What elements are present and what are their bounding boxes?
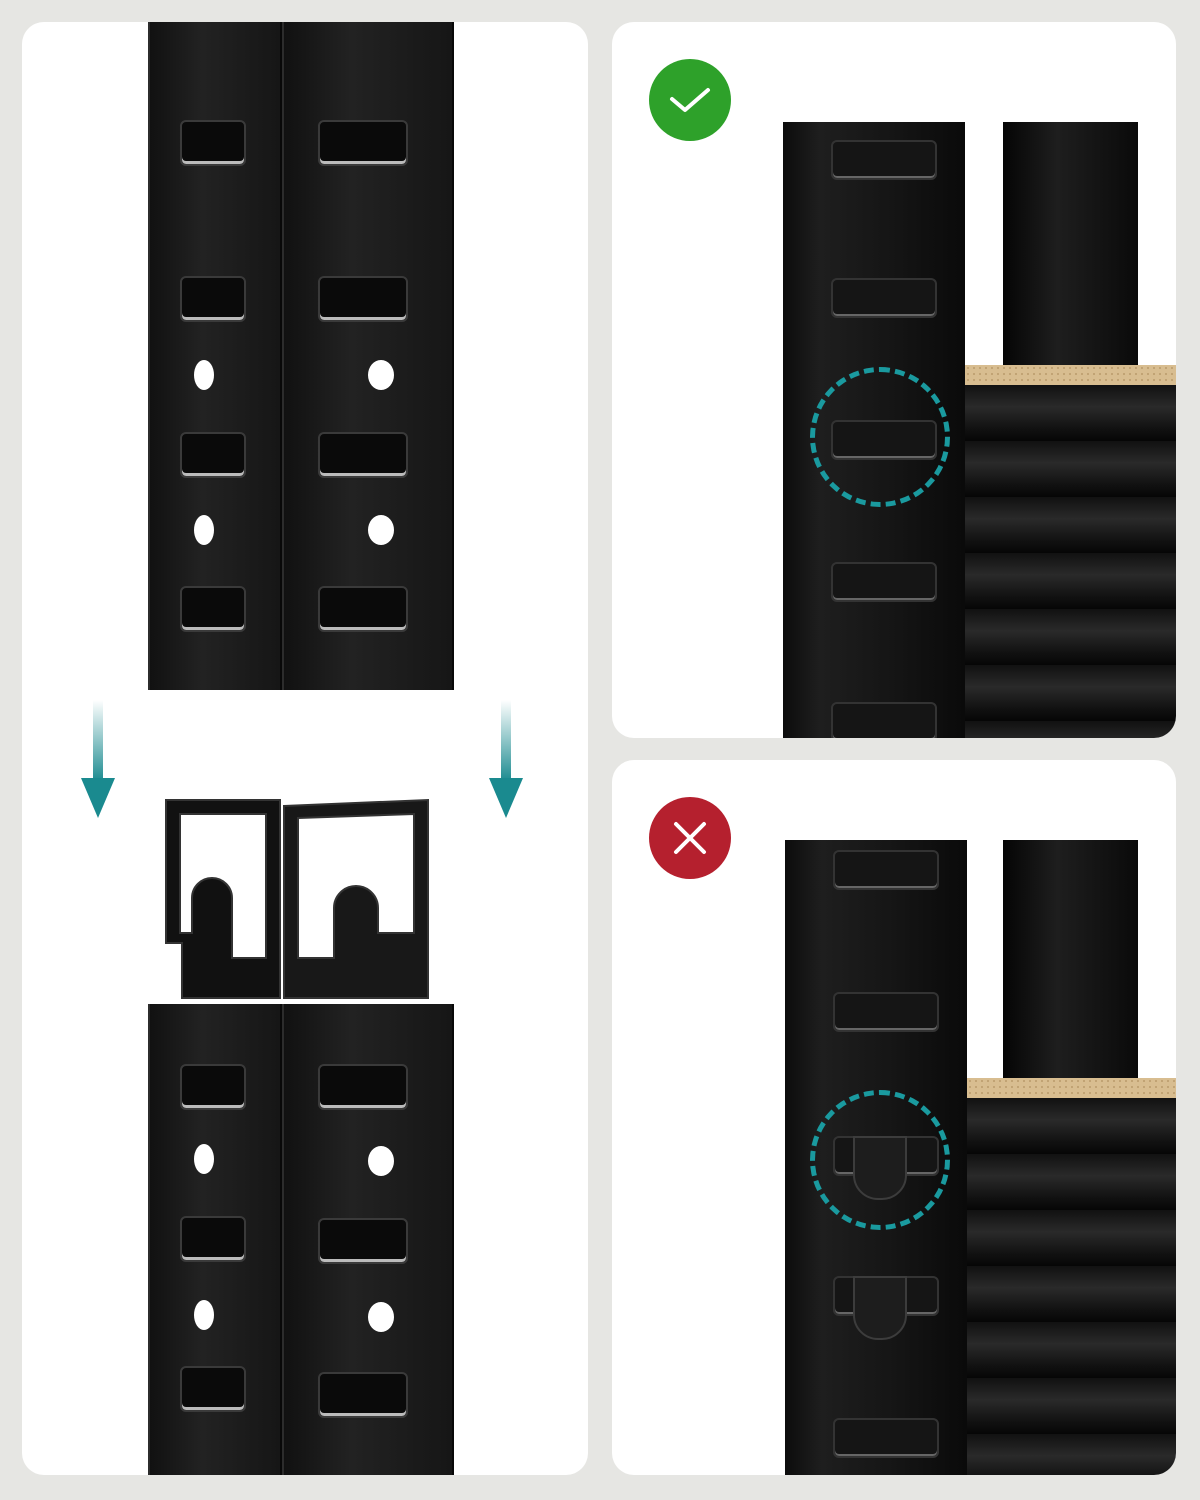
lower-post <box>148 1004 454 1475</box>
highlight-circle <box>810 367 950 507</box>
check-icon <box>649 59 731 141</box>
shelf-beam <box>965 385 1176 738</box>
shelf-board <box>965 365 1176 387</box>
post-connector <box>165 798 429 999</box>
correct-panel <box>612 22 1176 738</box>
shelf-beam <box>967 1098 1176 1475</box>
upper-post <box>148 22 454 690</box>
cross-icon <box>649 797 731 879</box>
arrow-down-icon <box>78 700 118 820</box>
highlight-circle <box>810 1090 950 1230</box>
assembly-panel <box>22 22 588 1475</box>
shelf-board <box>967 1078 1176 1100</box>
incorrect-panel <box>612 760 1176 1475</box>
arrow-down-icon <box>486 700 526 820</box>
